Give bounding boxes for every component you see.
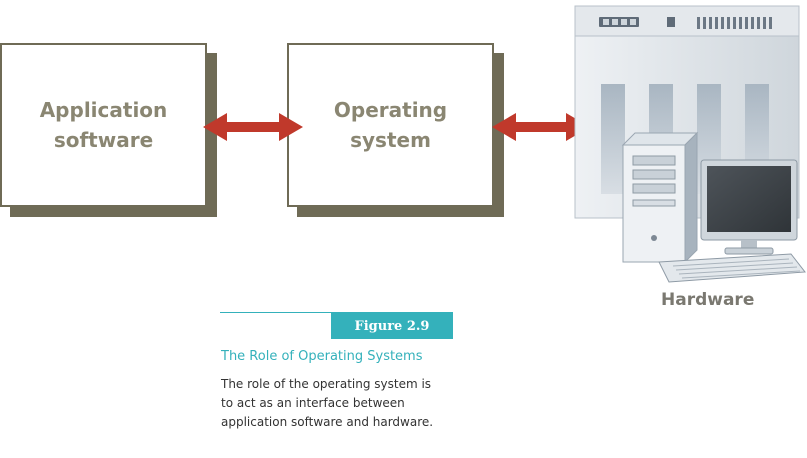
keyboard-icon	[658, 253, 806, 283]
operating-system-label-line1: Operating	[333, 98, 448, 122]
operating-system-label: Operating system	[334, 95, 447, 155]
caption-rule	[220, 312, 453, 313]
operating-system-box: Operating system	[287, 43, 494, 207]
desktop-tower-icon	[621, 131, 699, 264]
figure-description-line: application software and hardware.	[221, 415, 434, 429]
application-software-label: Application software	[40, 95, 168, 155]
app-os-double-arrow-icon	[203, 113, 303, 141]
monitor-icon	[700, 159, 798, 255]
application-software-label-line2: software	[53, 128, 154, 152]
application-software-label-line1: Application	[39, 98, 168, 122]
os-hardware-double-arrow-icon	[492, 113, 590, 141]
hardware-label: Hardware	[661, 290, 755, 310]
figure-title: The Role of Operating Systems	[221, 349, 423, 364]
operating-system-label-line2: system	[350, 128, 431, 152]
hardware-illustration	[574, 5, 806, 283]
figure-description-line: The role of the operating system is	[221, 377, 432, 391]
figure-description-line: to act as an interface between	[221, 396, 405, 410]
figure-number: Figure 2.9	[331, 313, 453, 339]
figure-description: The role of the operating system is to a…	[221, 375, 461, 432]
application-software-box: Application software	[0, 43, 207, 207]
